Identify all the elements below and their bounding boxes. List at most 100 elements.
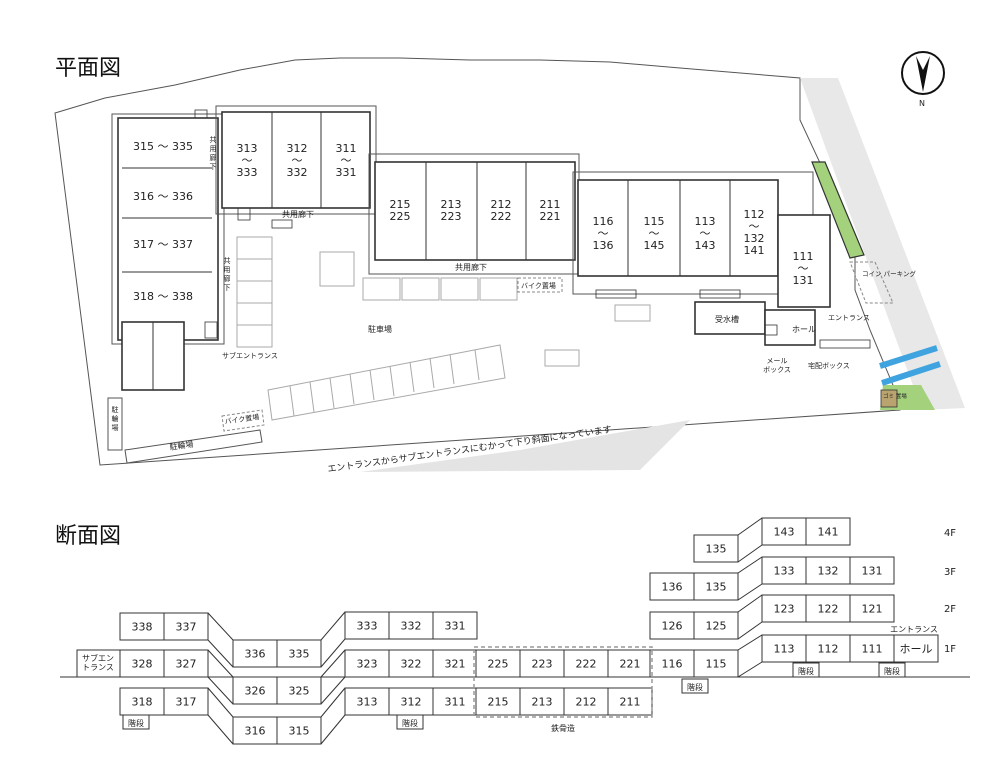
section-unit-m0-3: 211 xyxy=(607,687,653,716)
section-unit-l1-2: 311 xyxy=(432,687,478,716)
stairs-box xyxy=(122,714,150,730)
unit-label-u111: 111〜131 xyxy=(793,250,814,287)
section-unit-r3a-0: 133 xyxy=(761,556,807,585)
section-unit-r3a-1: 132 xyxy=(805,556,851,585)
stairs-label: 階段 xyxy=(402,718,418,728)
svg-text:322: 322 xyxy=(401,658,422,671)
sub-entrance-label: サブエントランス xyxy=(222,351,278,360)
section-unit-r2a-2: 121 xyxy=(849,594,895,623)
svg-text:312: 312 xyxy=(401,696,422,709)
svg-text:222: 222 xyxy=(576,658,597,671)
steel-label: 鉄骨造 xyxy=(551,723,575,733)
section-unit-r1b-1: 115 xyxy=(693,649,739,678)
svg-text:323: 323 xyxy=(357,658,378,671)
section-slope-line xyxy=(320,649,346,678)
hall-block xyxy=(764,309,816,346)
section-unit-r3b-1: 135 xyxy=(693,572,739,601)
section-unit-w3-1: 337 xyxy=(163,612,209,641)
corridor-vertical-label: 共用廊下 xyxy=(224,256,231,292)
svg-text:215: 215 xyxy=(488,696,509,709)
svg-text:113: 113 xyxy=(774,643,795,656)
road xyxy=(800,78,965,410)
section-unit-v1-1: 315 xyxy=(276,716,322,745)
section-unit-v2-1: 325 xyxy=(276,676,322,705)
svg-text:337: 337 xyxy=(176,621,197,634)
west-block xyxy=(111,113,225,391)
trash-label: ゴミ 置場 xyxy=(883,392,907,400)
section-unit-v2-0: 326 xyxy=(232,676,278,705)
section-unit-l2-2: 321 xyxy=(432,649,478,678)
svg-text:331: 331 xyxy=(445,620,466,633)
section-unit-w3-0: 338 xyxy=(119,612,165,641)
bicycle-label: 駐輪場 xyxy=(112,405,119,432)
entry-arrow-icon xyxy=(879,345,941,386)
svg-text:135: 135 xyxy=(706,581,727,594)
section-slope-line xyxy=(737,544,763,563)
sub-entrance-box xyxy=(76,649,121,678)
stairs-label: 階段 xyxy=(687,682,703,692)
section-unit-l2-1: 322 xyxy=(388,649,434,678)
section-entrance-label: エントランス xyxy=(890,625,938,634)
section-unit-m1-1: 223 xyxy=(519,649,565,678)
section-slope-line xyxy=(737,583,763,601)
section-unit-m1-3: 221 xyxy=(607,649,653,678)
svg-text:213: 213 xyxy=(532,696,553,709)
section-unit-v1-0: 316 xyxy=(232,716,278,745)
stairs-box xyxy=(396,714,424,730)
svg-text:115: 115 xyxy=(706,658,727,671)
svg-text:332: 332 xyxy=(401,620,422,633)
svg-text:328: 328 xyxy=(132,658,153,671)
water-tank-label: 受水槽 xyxy=(715,314,739,324)
section-slope-line xyxy=(207,639,234,668)
floor-label: 1F xyxy=(944,644,956,655)
bike-area-1 xyxy=(221,409,265,432)
mailbox-label: メールボックス xyxy=(763,357,791,374)
section-unit-m0-1: 213 xyxy=(519,687,565,716)
coin-parking-area xyxy=(849,261,894,304)
section-unit-r2b-0: 126 xyxy=(649,611,695,640)
svg-text:126: 126 xyxy=(662,620,683,633)
svg-text:125: 125 xyxy=(706,620,727,633)
svg-text:338: 338 xyxy=(132,621,153,634)
bicycle-parking-bottom xyxy=(124,429,263,464)
section-unit-l1-0: 313 xyxy=(344,687,390,716)
svg-text:221: 221 xyxy=(620,658,641,671)
parking-spaces xyxy=(236,236,651,421)
stairs-label: 階段 xyxy=(128,718,144,728)
section-slope-line xyxy=(320,676,346,705)
section-unit-v3-1: 335 xyxy=(276,639,322,668)
bicycle-bottom-label: 駐輪場 xyxy=(169,439,194,452)
coin-parking-label: コイン パーキング xyxy=(862,269,916,278)
section-unit-r2a-1: 122 xyxy=(805,594,851,623)
section-unit-l1-1: 312 xyxy=(388,687,434,716)
unit-label-u318: 318 〜 338 xyxy=(133,290,193,303)
trash-area xyxy=(880,389,898,408)
unit-label-u311: 311〜331 xyxy=(336,142,357,179)
unit-label-u316: 316 〜 336 xyxy=(133,190,193,203)
svg-text:133: 133 xyxy=(774,565,795,578)
svg-text:336: 336 xyxy=(245,648,266,661)
section-unit-m1-2: 222 xyxy=(563,649,609,678)
unit-label-u116: 116〜136 xyxy=(593,215,614,252)
section-unit-w2-1: 327 xyxy=(163,649,209,678)
parking-label: 駐車場 xyxy=(368,324,392,334)
stairs-box xyxy=(681,678,709,694)
section-unit-r4a-0: 143 xyxy=(761,517,807,546)
section-unit-r3a-2: 131 xyxy=(849,556,895,585)
unit-label-u313: 313〜333 xyxy=(237,142,258,179)
svg-text:116: 116 xyxy=(662,658,683,671)
bike-label-2: バイク置場 xyxy=(521,281,556,290)
section-unit-m0-0: 215 xyxy=(475,687,521,716)
slope-arrow-icon xyxy=(360,420,690,472)
unit-label-u115: 115〜145 xyxy=(644,215,665,252)
section-slope-line xyxy=(207,676,234,705)
section-slope-line xyxy=(737,594,763,613)
section-unit-r1a-2: 111 xyxy=(849,634,895,663)
section-unit-l3-2: 331 xyxy=(432,611,478,640)
steel-frame-area xyxy=(473,646,653,718)
hall-label: ホール xyxy=(792,325,816,334)
